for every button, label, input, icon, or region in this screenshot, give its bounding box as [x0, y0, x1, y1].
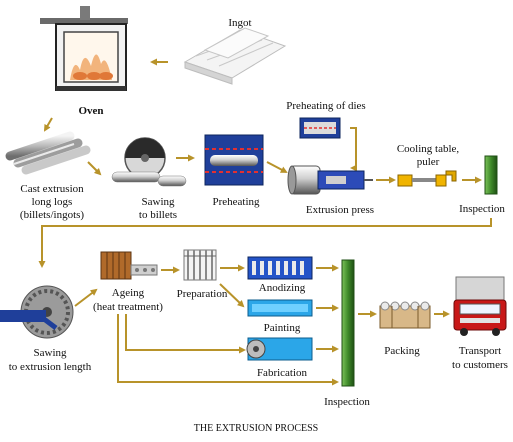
arrow-oven-to-logs	[43, 117, 53, 132]
billet-logs-icon	[5, 131, 91, 175]
arrow-logs-to-saw	[87, 161, 102, 176]
painting-booth-icon	[247, 299, 313, 317]
label-sawing-length-2: to extrusion length	[9, 361, 92, 373]
packing-bundle-icon	[379, 301, 431, 329]
arrow-prep-to-painting	[219, 283, 245, 308]
label-anodizing: Anodizing	[259, 282, 306, 294]
label-transport-1: Transport	[459, 345, 501, 357]
arrow-dies-to-press	[350, 127, 357, 172]
label-inspection-top: Inspection	[459, 203, 505, 215]
label-cooling-1: Cooling table,	[397, 143, 460, 155]
label-ingot: Ingot	[228, 17, 251, 29]
label-cast-logs-3: (billets/ingots)	[20, 209, 85, 221]
arrow-return-to-sawing	[38, 218, 492, 268]
arrow-preheat-to-press	[266, 161, 288, 173]
label-sawing-length-1: Sawing	[34, 347, 68, 359]
label-preparation: Preparation	[177, 288, 228, 300]
anodizing-tank-icon	[247, 256, 313, 280]
puller-icon	[397, 170, 457, 187]
label-transport-2: to customers	[452, 359, 508, 371]
label-cooling-2: puler	[417, 156, 440, 168]
label-oven: Oven	[78, 105, 103, 117]
label-extrusion-press: Extrusion press	[306, 204, 374, 216]
arrow-ageing-to-inspection	[117, 314, 339, 386]
inspection-bar-bottom-icon	[341, 259, 355, 387]
fabrication-machine-icon	[246, 337, 313, 361]
ingot-stack-icon	[183, 27, 287, 85]
label-sawing-billets-1: Sawing	[142, 196, 176, 208]
label-cast-logs-1: Cast extrusion	[20, 183, 84, 195]
label-sawing-billets-2: to billets	[139, 209, 177, 221]
preparation-rack-icon	[183, 249, 217, 281]
label-painting: Painting	[264, 322, 301, 334]
inspection-bar-icon	[484, 155, 498, 195]
die-heater-icon	[299, 117, 341, 139]
label-ageing-1: Ageing	[112, 287, 145, 299]
label-ageing-2: (heat treatment)	[93, 301, 163, 313]
circular-saw-icon	[111, 137, 187, 187]
label-preheating: Preheating	[212, 196, 260, 208]
label-packing: Packing	[384, 345, 420, 357]
label-cast-logs-2: long logs	[32, 196, 73, 208]
truck-icon	[453, 276, 507, 336]
label-preheating-dies: Preheating of dies	[286, 100, 365, 112]
extrusion-press-icon	[287, 165, 373, 195]
label-fabrication: Fabrication	[257, 367, 308, 379]
arrow-ageing-to-fabrication	[125, 314, 246, 354]
label-inspection-bottom: Inspection	[324, 396, 370, 408]
diagram-title: THE EXTRUSION PROCESS	[194, 423, 318, 434]
ageing-rack-icon	[100, 251, 158, 280]
preheating-furnace-icon	[204, 134, 264, 186]
oven-icon	[40, 6, 128, 91]
arrow-sawing-to-ageing	[74, 288, 98, 307]
saw-blade-icon	[0, 285, 74, 339]
